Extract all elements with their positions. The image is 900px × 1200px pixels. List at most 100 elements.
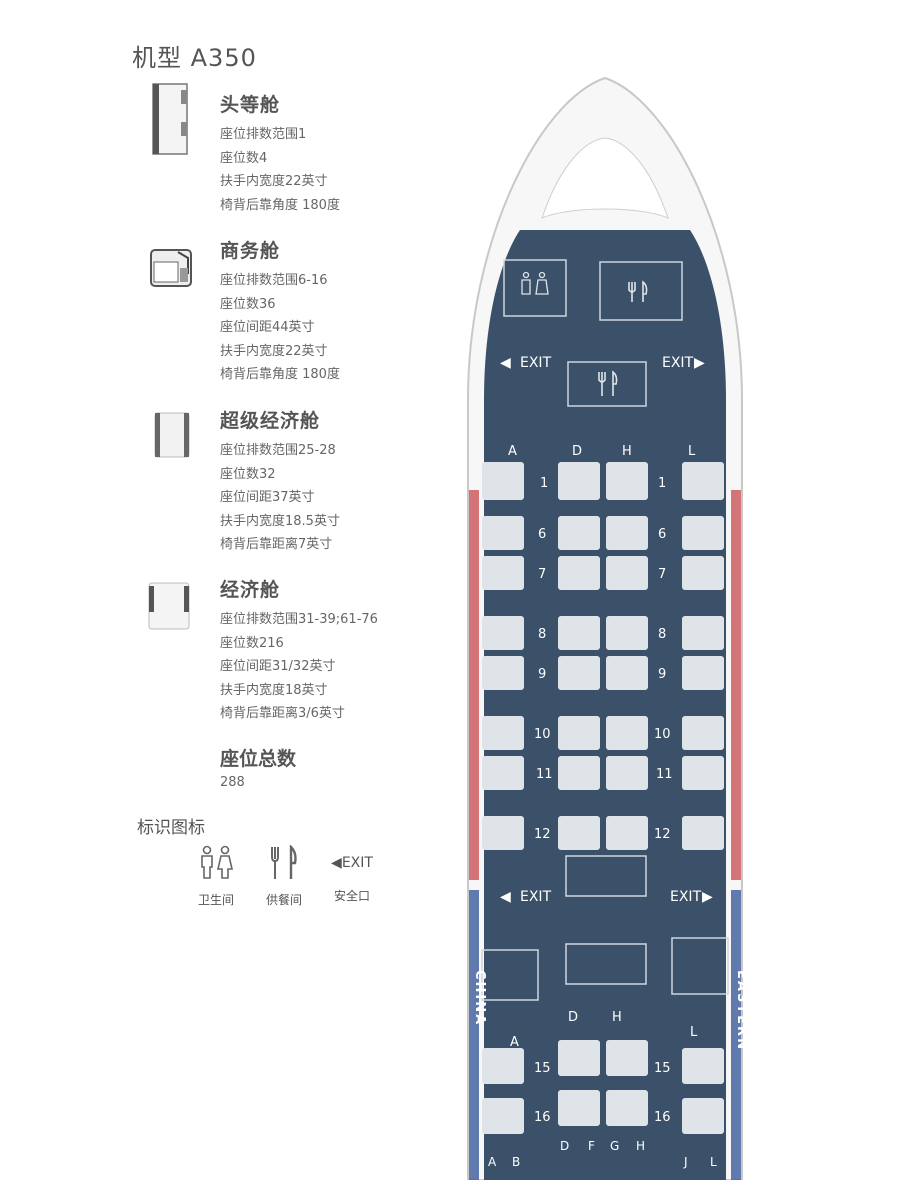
column-letter: A [510,1035,519,1050]
seat [558,716,600,750]
column-letter: D [560,1139,569,1153]
exit-label: EXIT [520,889,552,905]
seat [606,756,648,790]
seat [682,462,724,500]
galley-icon [628,280,648,302]
seat [558,462,600,500]
seat [558,616,600,650]
seat [482,462,524,500]
class-detail: 椅背后靠距离3/6英寸 [220,706,345,721]
seat [682,556,724,590]
mid-galley [567,361,647,407]
seat [482,756,524,790]
seat [558,656,600,690]
exit-label: ◀ [500,889,511,905]
exit-label: ◀ [500,355,511,371]
column-letter: L [688,444,696,459]
business-row: 12 12 [482,816,724,850]
seat [682,716,724,750]
first-class-info: 头等舱 座位排数范围1 座位数4 扶手内宽度22英寸 椅背后靠角度 180度 [220,90,340,217]
class-detail: 座位间距37英寸 [220,490,315,505]
seat [558,756,600,790]
column-letter: D [572,444,582,459]
seat [558,516,600,550]
front-lavatory [503,259,567,317]
seat [606,656,648,690]
class-detail: 座位数36 [220,296,276,312]
class-name: 商务舱 [220,240,281,262]
row-number: 16 [654,1110,671,1125]
business-class-seat-icon [150,249,192,287]
seat [482,656,524,690]
premium-economy-info: 超级经济舱 座位排数范围25-28 座位数32 座位间距37英寸 扶手内宽度18… [220,406,340,557]
row-number: 11 [536,767,553,782]
class-name: 经济舱 [220,579,281,601]
business-row: 9 9 [482,656,724,690]
row-number: 8 [538,627,546,642]
seat [482,556,524,590]
class-detail: 座位排数范围25-28 [220,443,336,458]
seat [682,516,724,550]
row-number: 10 [534,727,551,742]
legend-label: 供餐间 [265,893,302,907]
seat [606,716,648,750]
row-number: 9 [538,667,546,682]
row-number: 15 [534,1061,551,1076]
class-detail: 座位间距44英寸 [220,320,315,335]
class-detail: 座位排数范围1 [220,127,307,142]
row-number: 1 [658,476,666,491]
seat [482,1048,524,1084]
class-name: 超级经济舱 [220,410,321,432]
legend-restroom: 卫生间 [176,845,256,908]
seat [482,1098,524,1134]
class-name: 头等舱 [220,94,281,116]
class-detail: 椅背后靠角度 180度 [220,367,340,382]
galley-icon [271,844,297,879]
total-seats-value: 288 [220,775,245,790]
class-detail: 椅背后靠角度 180度 [220,197,340,213]
class-detail: 椅背后靠距离7英寸 [220,537,333,552]
bottom-column-letters: A B D F G H J L [488,1139,717,1169]
business-row: 7 7 [482,556,724,590]
business-class-info: 商务舱 座位排数范围6-16 座位数36 座位间距44英寸 扶手内宽度22英寸 … [220,236,340,387]
row-number: 7 [658,567,666,582]
livery-text-left: CHINA [472,970,487,1026]
row-number: 9 [658,667,666,682]
exit-icon: ◀EXIT [331,855,373,871]
class-detail: 座位排数范围6-16 [220,273,328,288]
first-row: 1 1 [482,462,724,500]
business-row: 8 8 [482,616,724,650]
column-letter: L [710,1155,717,1169]
economy-info: 经济舱 座位排数范围31-39;61-76 座位数216 座位间距31/32英寸… [220,575,378,726]
galley-icon [598,370,618,396]
livery-right [731,490,741,1180]
column-letter: D [568,1010,578,1025]
restroom-icon [201,845,234,879]
business-row: 15 15 [482,1040,724,1084]
exit-label: EXIT [670,889,702,905]
seat-map: ◀ EXIT EXIT ▶ ◀ EXIT EXIT ▶ A D H L A D … [467,76,749,1180]
class-detail: 扶手内宽度18英寸 [220,682,328,698]
class-detail: 座位数4 [220,150,268,166]
seat [482,716,524,750]
seat [682,1048,724,1084]
row-number: 6 [538,527,546,542]
seat [682,756,724,790]
seat [606,462,648,500]
business-row: 6 6 [482,516,724,550]
seat [558,1090,600,1126]
row-number: 8 [658,627,666,642]
exit-label: EXIT [520,355,552,371]
livery-left [469,490,479,1180]
seat [606,1090,648,1126]
cockpit-window [541,137,669,219]
legend-exit: ◀EXIT 安全口 [312,845,392,904]
legend-label: 安全口 [333,889,370,903]
seat [558,556,600,590]
legend-title: 标识图标 [137,818,205,838]
seat [606,556,648,590]
svg-text:▶: ▶ [694,355,705,371]
row-number: 11 [656,767,673,782]
seat [606,1040,648,1076]
column-letter: A [508,444,517,459]
